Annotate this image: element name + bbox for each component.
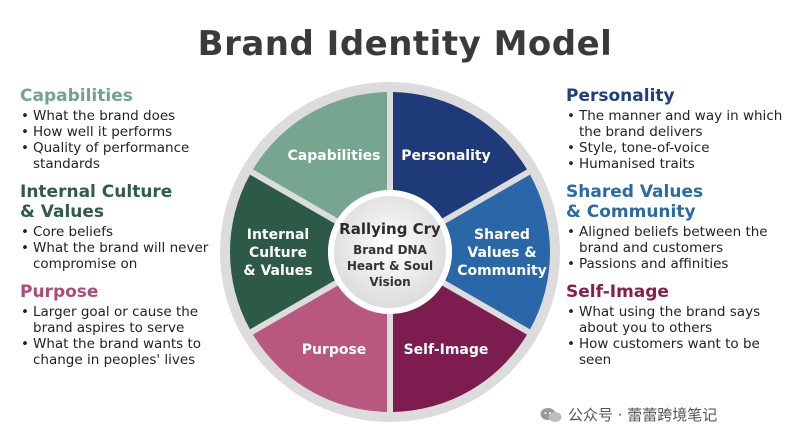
list-item: What the brand will never compromise on	[20, 240, 223, 272]
segment-label-shared: Values &	[467, 245, 536, 261]
list-item: Style, tone-of-voice	[566, 140, 801, 156]
section-self-image: Self-Image What using the brand says abo…	[566, 282, 801, 368]
list-item: What the brand does	[20, 108, 255, 124]
section-capabilities: Capabilities What the brand does How wel…	[20, 86, 255, 172]
watermark-text: 公众号 · 蕾蕾跨境笔记	[568, 406, 718, 424]
center-line: Vision	[369, 275, 410, 289]
segment-personality	[392, 92, 528, 219]
segment-label-capabilities: Capabilities	[288, 148, 381, 164]
segment-shared	[445, 174, 550, 330]
heading-internal-culture: Internal Culture & Values	[20, 182, 173, 222]
segment-capabilities	[252, 92, 388, 219]
segment-label-internal: Culture	[249, 245, 307, 261]
segment-label-purpose: Purpose	[302, 342, 367, 358]
wechat-icon	[540, 407, 562, 422]
center-line: Brand DNA	[353, 243, 427, 257]
heading-capabilities: Capabilities	[20, 86, 133, 106]
segment-purpose	[252, 285, 388, 412]
heading-self-image: Self-Image	[566, 282, 669, 302]
center-title: Rallying Cry	[339, 220, 441, 238]
list-item: Humanised traits	[566, 156, 801, 172]
list-item: How well it performs	[20, 124, 255, 140]
segment-selfimage	[392, 285, 528, 412]
section-personality: Personality The manner and way in which …	[566, 86, 801, 172]
heading-purpose: Purpose	[20, 282, 99, 302]
list-item: Larger goal or cause the brand aspires t…	[20, 304, 233, 336]
section-internal-culture: Internal Culture & Values Core beliefs W…	[20, 182, 255, 272]
right-column: Personality The manner and way in which …	[566, 86, 801, 378]
watermark: 公众号 · 蕾蕾跨境笔记	[540, 404, 717, 425]
segment-label-internal: Internal	[247, 227, 309, 243]
segment-internal	[230, 174, 335, 330]
center-line: Heart & Soul	[347, 259, 433, 273]
section-shared-values: Shared Values & Community Aligned belief…	[566, 182, 801, 272]
list-item: Quality of performance standards	[20, 140, 255, 172]
brand-identity-wheel: Rallying Cry Brand DNA Heart & Soul Visi…	[220, 82, 560, 422]
list-item: Aligned beliefs between the brand and cu…	[566, 224, 794, 256]
list-item: The manner and way in which the brand de…	[566, 108, 784, 140]
list-item: Passions and affinities	[566, 256, 801, 272]
segment-label-shared: Community	[457, 263, 547, 279]
list-item: What the brand wants to change in people…	[20, 336, 233, 368]
list-item: How customers want to be seen	[566, 336, 769, 368]
list-item: Core beliefs	[20, 224, 255, 240]
hub-circle	[334, 196, 446, 308]
segment-label-shared: Shared	[474, 227, 530, 243]
section-purpose: Purpose Larger goal or cause the brand a…	[20, 282, 255, 368]
segment-label-internal: & Values	[243, 263, 312, 279]
list-item: What using the brand says about you to o…	[566, 304, 784, 336]
segment-label-selfimage: Self-Image	[404, 342, 489, 358]
page-title: Brand Identity Model	[197, 24, 613, 64]
heading-personality: Personality	[566, 86, 675, 106]
segment-label-personality: Personality	[401, 148, 490, 164]
left-column: Capabilities What the brand does How wel…	[20, 86, 255, 378]
heading-shared-values: Shared Values & Community	[566, 182, 704, 222]
